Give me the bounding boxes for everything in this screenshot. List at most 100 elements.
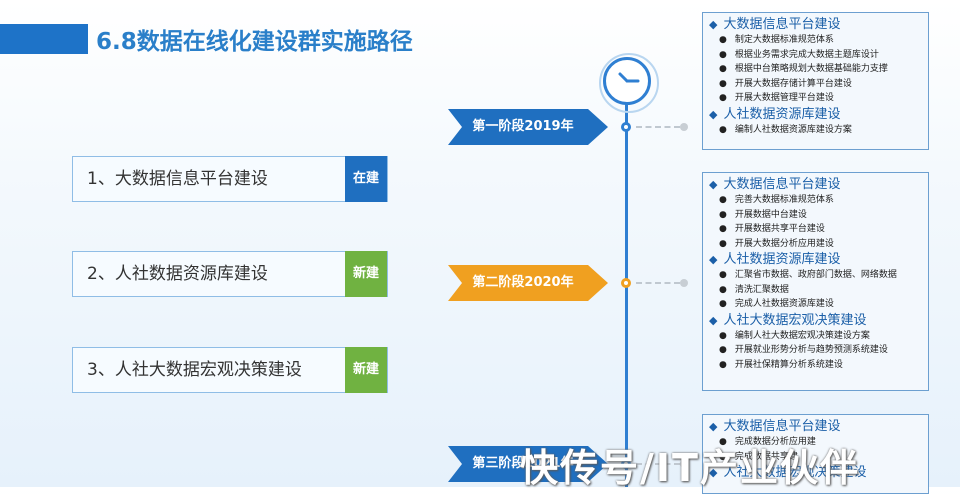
item-label: 1、大数据信息平台建设 — [87, 169, 268, 189]
list-item: ● 清洗汇聚数据 — [709, 283, 922, 298]
timeline-node-1 — [621, 122, 631, 132]
connector-dot-3 — [680, 460, 688, 468]
dot-bullet-icon: ● — [719, 270, 727, 280]
list-item-text: 开展大数据管理平台建设 — [734, 93, 834, 103]
dot-bullet-icon: ● — [719, 78, 727, 89]
dot-bullet-icon: ● — [719, 93, 727, 103]
stage-label: 第一阶段2019年 — [472, 119, 574, 134]
item-big-data-platform: 1、大数据信息平台建设 在建 — [72, 156, 388, 202]
list-item-text: 清洗汇聚数据 — [734, 284, 789, 295]
list-item: ● 开展大数据分析应用建设 — [709, 237, 922, 252]
status-badge: 新建 — [345, 251, 387, 297]
list-item: ● 完成人社数据资源库建设 — [709, 297, 922, 312]
timeline-axis — [625, 104, 628, 487]
list-item: ● 完善大数据标准规范体系 — [709, 193, 922, 208]
diamond-bullet-icon: ◆ — [709, 107, 718, 121]
list-item: ● 完成数据分析应用建 — [709, 435, 922, 450]
diamond-bullet-icon: ◆ — [709, 18, 718, 31]
dot-bullet-icon: ● — [719, 437, 727, 447]
section-heading-text: 人社大数据宏观决策建设 — [723, 312, 867, 328]
list-item-text: 编制人社大数据宏观决策建设方案 — [734, 330, 870, 341]
list-item-text: 根据中台策略规划大数据基础能力支撑 — [734, 64, 888, 74]
title-accent-bar — [0, 24, 88, 54]
section-heading-text: 大数据信息平台建设 — [723, 17, 841, 32]
list-item: ● 完成数据共享建 — [709, 450, 922, 465]
section-heading: ◆ 人社大数据宏观决策建设 — [709, 464, 922, 481]
stage-label: 第三阶段2021年 — [472, 456, 574, 471]
section-heading-text: 人社数据资源库建设 — [723, 106, 841, 122]
dot-bullet-icon: ● — [719, 330, 727, 341]
section-heading: ◆ 人社数据资源库建设 — [709, 106, 922, 123]
list-item: ●开展数据中台建设 — [709, 208, 922, 223]
watermark: 快传号/IT产业伙伴 — [520, 446, 860, 490]
list-item-text: 完成人社数据资源库建设 — [734, 299, 834, 309]
stage-label: 第二阶段2020年 — [472, 275, 574, 290]
dot-bullet-icon: ● — [719, 299, 727, 309]
connector-dot-1 — [680, 123, 688, 131]
list-item: ● 编制人社数据资源库建设方案 — [709, 123, 922, 138]
list-item-text: 开展就业形势分析与趋势预测系统建设 — [734, 345, 888, 355]
list-item: ●根据业务需求完成大数据主题库设计 — [709, 48, 922, 63]
dot-bullet-icon: ● — [719, 238, 727, 249]
dot-bullet-icon: ● — [719, 195, 727, 205]
list-item-text: 开展社保精算分析系统建设 — [734, 359, 843, 370]
stage-2-detail-box: ◆大数据信息平台建设●完善大数据标准规范体系●开展数据中台建设●开展数据共享平台… — [702, 172, 929, 391]
list-item: ● 根据中台策略规划大数据基础能力支撑 — [709, 62, 922, 77]
diamond-bullet-icon: ◆ — [709, 253, 718, 266]
section-heading-text: 大数据信息平台建设 — [723, 177, 841, 192]
clock-icon — [599, 53, 659, 113]
section-heading-text: 人社大数据宏观决策建设 — [723, 465, 867, 480]
list-item-text: 开展大数据分析应用建设 — [734, 238, 834, 249]
list-item: ● 开展就业形势分析与趋势预测系统建设 — [709, 343, 922, 358]
dot-bullet-icon: ● — [719, 284, 727, 295]
list-item: ● 开展社保精算分析系统建设 — [709, 358, 922, 373]
diamond-bullet-icon: ◆ — [709, 466, 718, 479]
list-item: ● 编制人社大数据宏观决策建设方案 — [709, 329, 922, 344]
status-badge: 新建 — [345, 347, 387, 393]
item-label: 2、人社数据资源库建设 — [87, 264, 268, 284]
timeline-node-2 — [621, 278, 631, 288]
section-heading-text: 人社数据资源库建设 — [723, 252, 841, 267]
stage-1-detail-box: ◆大数据信息平台建设●制定大数据标准规范体系●根据业务需求完成大数据主题库设计●… — [702, 12, 929, 150]
stage-1-arrow: 第一阶段2019年 — [448, 109, 608, 145]
page-title: 6.8数据在线化建设群实施路径 — [96, 29, 413, 55]
timeline-node-3 — [621, 459, 631, 469]
item-resource-library: 2、人社数据资源库建设 新建 — [72, 251, 388, 297]
item-label: 3、人社大数据宏观决策建设 — [87, 360, 302, 380]
dot-bullet-icon: ● — [719, 345, 727, 355]
dot-bullet-icon: ● — [719, 49, 727, 60]
section-heading-text: 大数据信息平台建设 — [723, 419, 841, 434]
stage-3-arrow: 第三阶段2021年 — [448, 446, 608, 482]
list-item-text: 编制人社数据资源库建设方案 — [734, 124, 852, 135]
dot-bullet-icon: ● — [719, 124, 727, 135]
dot-bullet-icon: ● — [719, 209, 727, 220]
list-item-text: 开展数据共享平台建设 — [734, 224, 825, 234]
list-item-text: 汇聚省市数据、政府部门数据、网络数据 — [734, 270, 897, 280]
list-item: ● 开展数据共享平台建设 — [709, 222, 922, 237]
list-item: ●制定大数据标准规范体系 — [709, 33, 922, 48]
stage-3-detail-box: ◆大数据信息平台建设 ● 完成数据分析应用建 ● 完成数据共享建 ◆ 人社大数据宏观决策建设 — [702, 414, 929, 494]
connector-3 — [636, 463, 680, 465]
dot-bullet-icon: ● — [719, 359, 727, 370]
list-item-text: 开展大数据存储计算平台建设 — [734, 78, 852, 89]
list-item: ● 汇聚省市数据、政府部门数据、网络数据 — [709, 268, 922, 283]
dot-bullet-icon: ● — [719, 35, 727, 45]
list-item-text: 完成数据共享建 — [734, 451, 798, 462]
list-item-text: 完善大数据标准规范体系 — [734, 195, 834, 205]
section-heading: ◆ 大数据信息平台建设 — [709, 16, 922, 33]
connector-dot-2 — [680, 279, 688, 287]
list-item: ● 开展大数据管理平台建设 — [709, 91, 922, 106]
status-badge: 在建 — [345, 156, 387, 202]
list-item-text: 完成数据分析应用建 — [734, 437, 816, 447]
section-heading: ◆ 人社大数据宏观决策建设 — [709, 312, 922, 329]
item-macro-decision: 3、人社大数据宏观决策建设 新建 — [72, 347, 388, 393]
dot-bullet-icon: ● — [719, 451, 727, 462]
diamond-bullet-icon: ◆ — [709, 178, 718, 191]
section-heading: ◆大数据信息平台建设 — [709, 418, 922, 435]
dot-bullet-icon: ● — [719, 224, 727, 234]
section-heading: ◆ 人社数据资源库建设 — [709, 251, 922, 268]
dot-bullet-icon: ● — [719, 64, 727, 74]
connector-2 — [636, 282, 680, 284]
section-heading: ◆ 大数据信息平台建设 — [709, 176, 922, 193]
diamond-bullet-icon: ◆ — [709, 313, 718, 327]
